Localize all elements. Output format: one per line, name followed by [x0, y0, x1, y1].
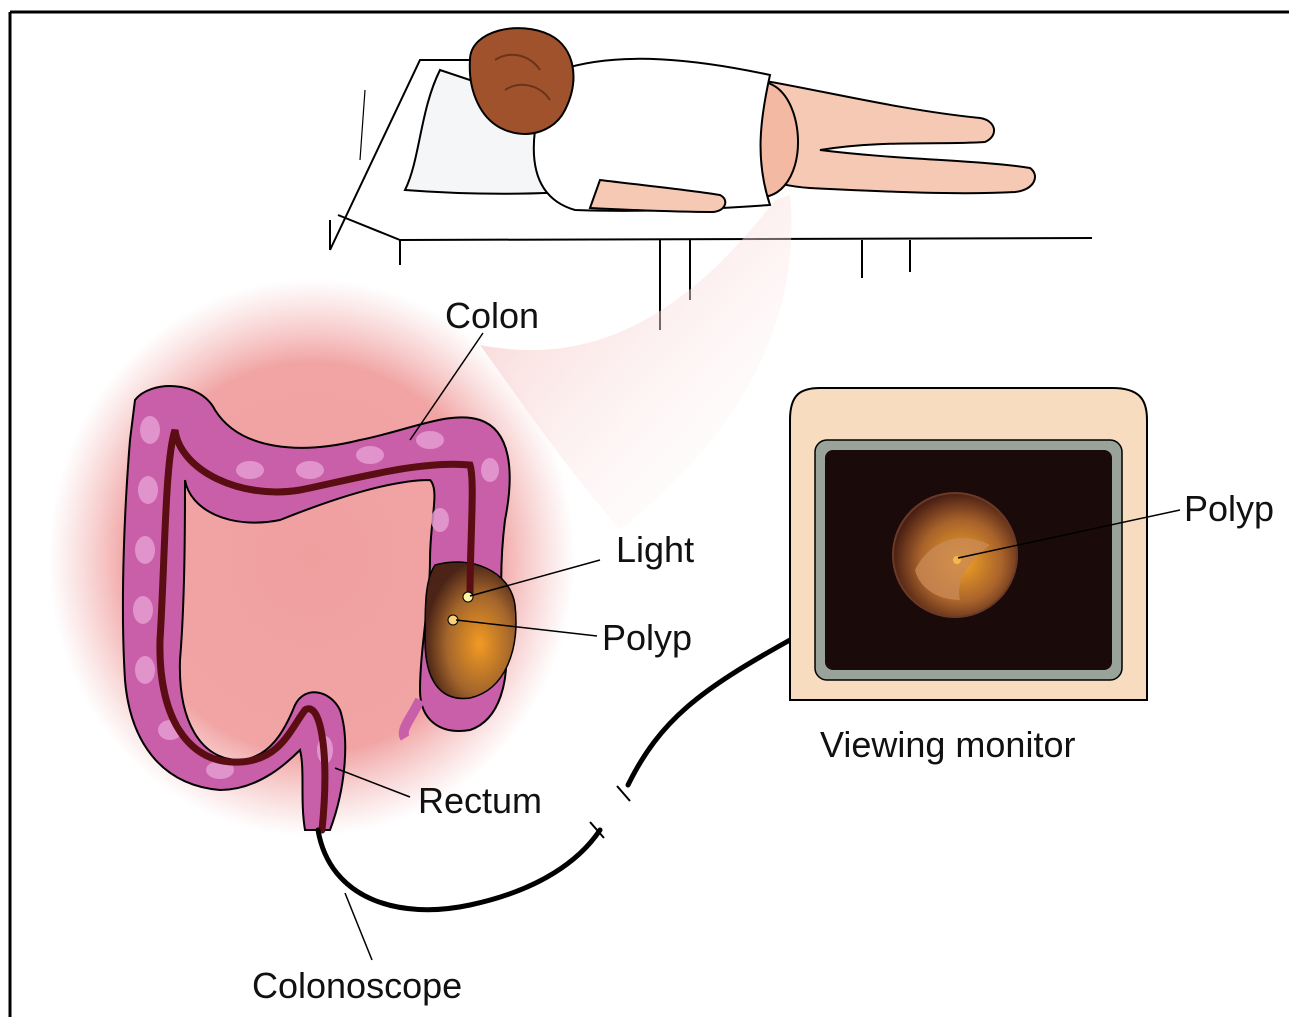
label-polyp-colon: Polyp: [602, 617, 692, 658]
viewing-monitor: [790, 388, 1147, 700]
label-viewing-monitor: Viewing monitor: [820, 724, 1075, 765]
label-colonoscope: Colonoscope: [252, 965, 462, 1006]
cable-break-marks: [590, 786, 630, 838]
patient: [470, 28, 1035, 212]
label-rectum: Rectum: [418, 780, 542, 821]
light-tip: [463, 592, 473, 602]
label-colon: Colon: [445, 295, 539, 336]
label-polyp-monitor: Polyp: [1184, 488, 1274, 529]
label-light: Light: [616, 529, 694, 570]
